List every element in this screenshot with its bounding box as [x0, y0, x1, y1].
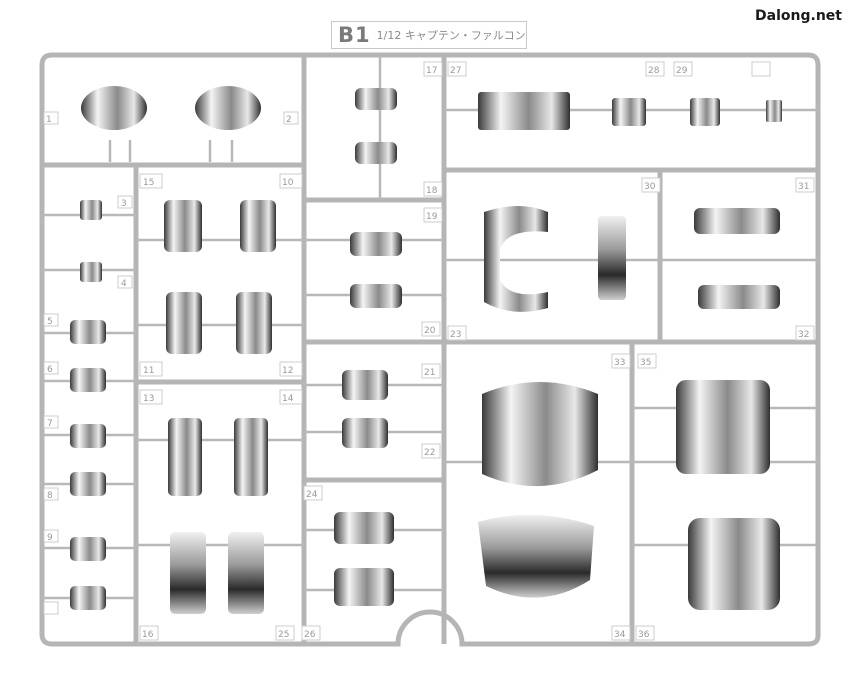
- part-number-label: 28: [648, 66, 660, 76]
- part-number-label: 16: [142, 630, 154, 640]
- runner-code: B1: [338, 23, 371, 47]
- part-number-label: 15: [143, 178, 154, 188]
- part-number-label: 33: [614, 358, 625, 368]
- runner-name: 1/12 キャプテン・ファルコン: [376, 29, 526, 42]
- part-number-label: 27: [450, 66, 461, 76]
- part-number-label: 21: [424, 368, 435, 378]
- part-number-label: 22: [424, 448, 435, 458]
- part-number-label: 13: [143, 394, 154, 404]
- part-number-label: 20: [424, 326, 436, 336]
- part-number-label: 1: [46, 115, 52, 125]
- part-number-label: 3: [121, 199, 127, 209]
- part-number-label: 17: [426, 66, 437, 76]
- part-number-label: 18: [426, 186, 438, 196]
- sprue-frame: [39, 52, 821, 647]
- part-number-label: 24: [306, 490, 318, 500]
- part-number-label: 5: [47, 317, 53, 327]
- chrome-parts: [70, 86, 782, 614]
- part-number-label: 19: [426, 212, 438, 222]
- site-watermark: Dalong.net: [755, 8, 842, 24]
- part-number-label: 30: [644, 182, 656, 192]
- part-number-label: 6: [47, 365, 53, 375]
- part-number-label: 32: [798, 330, 809, 340]
- part-number-label: 8: [47, 491, 53, 501]
- part-number-label: 36: [638, 630, 650, 640]
- part-number-label: 14: [282, 394, 294, 404]
- part-number-label: 12: [282, 366, 293, 376]
- part-number-label: 31: [798, 182, 809, 192]
- part-number-label: 9: [47, 533, 53, 543]
- part-number-label: 25: [278, 630, 289, 640]
- part-number-label: 11: [143, 366, 154, 376]
- part-number-label: 35: [640, 358, 651, 368]
- part-number-label: 2: [286, 115, 292, 125]
- part-number-tabs: [43, 61, 815, 641]
- part-number-labels: 1 2 3 4 5 6 7 8 9 10 11 12 13 14 15 16 1…: [46, 66, 809, 640]
- runner-tag: B1 1/12 キャプテン・ファルコン: [331, 21, 527, 49]
- part-number-label: 26: [304, 630, 316, 640]
- part-number-label: 10: [282, 178, 294, 188]
- part-number-label: 29: [676, 66, 688, 76]
- part-number-label: 23: [450, 330, 461, 340]
- part-number-label: 7: [47, 419, 53, 429]
- part-number-label: 4: [121, 279, 127, 289]
- part-number-label: 34: [614, 630, 626, 640]
